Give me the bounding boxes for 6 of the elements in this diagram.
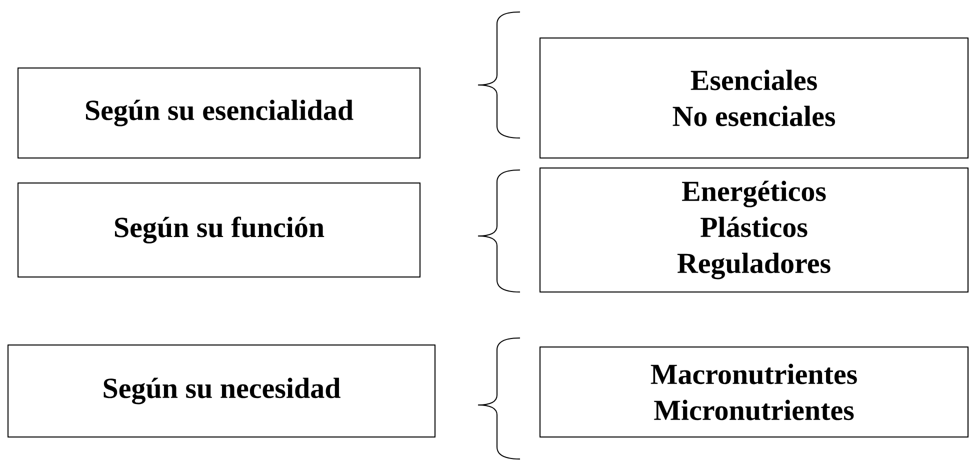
category-box: Macronutrientes Micronutrientes xyxy=(540,346,968,438)
category-box: Energéticos Plásticos Reguladores xyxy=(540,168,968,292)
category-box: Esenciales No esenciales xyxy=(540,38,968,158)
category-box: Según su función xyxy=(18,182,420,278)
category-box: Según su necesidad xyxy=(8,344,436,438)
category-box: Según su esencialidad xyxy=(18,68,420,158)
